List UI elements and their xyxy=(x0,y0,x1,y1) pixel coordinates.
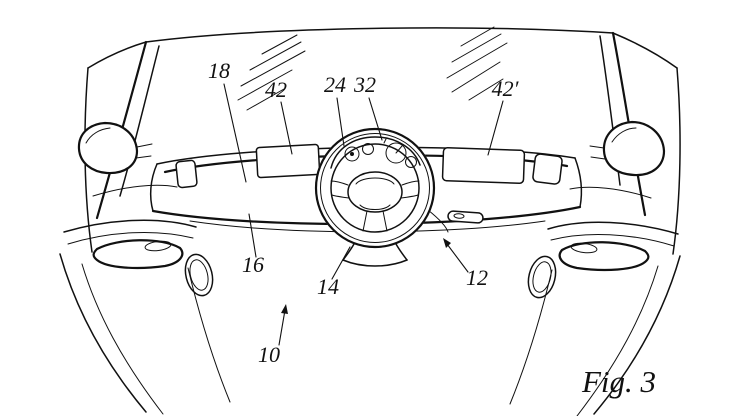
leader-line-16 xyxy=(248,213,257,258)
ref-label-12: 12 xyxy=(466,265,488,290)
leader-line-24 xyxy=(336,97,345,147)
ref-label-18: 18 xyxy=(208,58,230,83)
door-right xyxy=(509,221,681,416)
ref-label-42: 42 xyxy=(265,77,287,102)
left-display xyxy=(255,143,321,179)
ref-label-10: 10 xyxy=(258,342,280,367)
side-mirror-right xyxy=(589,120,666,177)
steering-wheel-rim xyxy=(314,127,436,249)
reference-labels: 18 42 24 32 42′ 16 14 12 10 xyxy=(208,58,520,367)
arrow-10 xyxy=(281,304,288,314)
right-air-vent xyxy=(532,153,563,185)
windshield-reflection-hatching-left xyxy=(237,34,306,111)
windshield-and-pillars xyxy=(84,27,681,255)
steering-wheel xyxy=(314,127,436,267)
left-armrest xyxy=(92,239,184,270)
leader-lines xyxy=(223,83,504,346)
left-door-speaker xyxy=(184,253,214,297)
left-door-handle xyxy=(144,240,172,252)
right-door-speaker xyxy=(527,255,557,299)
leader-line-14 xyxy=(331,246,351,280)
right-door-handle xyxy=(570,242,598,254)
steering-hub-airbag xyxy=(347,171,403,213)
right-armrest xyxy=(558,241,650,272)
ref-label-42prime: 42′ xyxy=(492,76,520,101)
ref-label-14: 14 xyxy=(317,274,339,299)
ref-label-32: 32 xyxy=(353,72,376,97)
left-air-vent xyxy=(175,159,198,189)
arrow-12 xyxy=(443,238,451,248)
leader-line-32 xyxy=(368,97,383,141)
door-left xyxy=(59,219,231,415)
glovebox-handle xyxy=(447,210,484,224)
leader-line-42prime xyxy=(487,100,504,156)
dashboard xyxy=(149,143,583,233)
figure-caption: Fig. 3 xyxy=(581,364,656,399)
windshield-reflection-hatching-right xyxy=(446,26,508,101)
side-mirror-left xyxy=(77,121,153,175)
ref-label-16: 16 xyxy=(242,252,264,277)
instrument-cluster xyxy=(330,136,421,169)
right-display xyxy=(441,147,526,185)
leader-line-42 xyxy=(280,101,293,155)
ref-label-24: 24 xyxy=(324,72,346,97)
leader-line-12 xyxy=(446,243,469,273)
leader-line-18 xyxy=(223,83,247,183)
leader-line-10 xyxy=(278,309,286,346)
